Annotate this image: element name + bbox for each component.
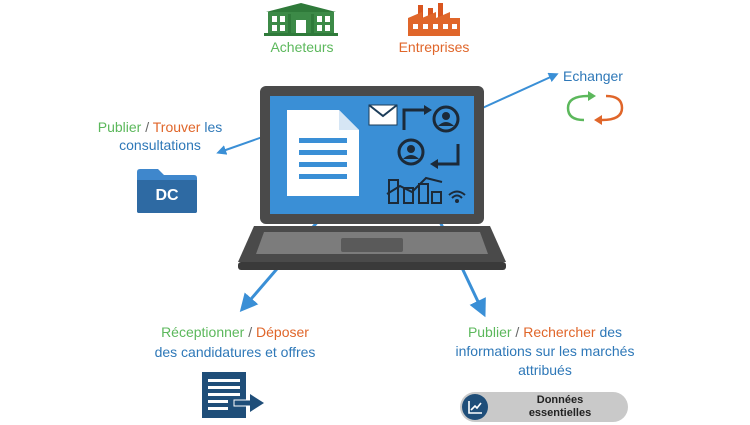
buyers-building-icon [264, 3, 338, 36]
publish-search-line3: attribués [518, 362, 572, 378]
find-word: Trouver [152, 119, 201, 135]
dc-folder-icon [137, 169, 197, 213]
separator: / [515, 324, 520, 340]
exchange-label: Echanger [563, 68, 623, 84]
badge-chart-icon [462, 394, 488, 420]
publish-word: Publier [97, 119, 142, 135]
essential-data-badge: Données essentielles [460, 392, 628, 422]
document-icon [287, 110, 359, 196]
publish-word: Publier [467, 324, 512, 340]
buyers-label: Acheteurs [270, 39, 334, 55]
les-word: les [204, 119, 223, 135]
companies-factory-icon [408, 3, 460, 36]
badge-line2: essentielles [528, 407, 592, 419]
separator: / [248, 324, 253, 340]
exchange-cycle-icon [566, 91, 624, 125]
arrow-exchange [477, 72, 559, 111]
submit-word: Déposer [256, 324, 309, 340]
search-word: Rechercher [523, 324, 596, 340]
wifi-icon [448, 190, 466, 203]
receive-submit-line1: Réceptionner / Déposer [120, 322, 350, 342]
receive-submit-line2: des candidatures et offres [154, 344, 316, 360]
badge-text: Données essentielles [496, 394, 624, 420]
publish-search-line1: Publier / Rechercher des [420, 322, 670, 342]
receive-word: Réceptionner [161, 324, 245, 340]
bar-chart-icon [386, 176, 443, 204]
dc-folder-label: DC [155, 187, 179, 204]
badge-line1: Données [536, 394, 584, 406]
publish-find-line1: Publier / Trouver les [80, 117, 240, 137]
companies-label: Entreprises [398, 39, 470, 55]
publish-find-line2: consultations [119, 137, 201, 153]
people-exchange-icon [397, 105, 460, 169]
envelope-icon [368, 104, 398, 126]
des-word: des [599, 324, 623, 340]
publish-search-line2: informations sur les marchés [455, 343, 635, 359]
submit-form-icon [202, 372, 264, 418]
separator: / [145, 119, 150, 135]
